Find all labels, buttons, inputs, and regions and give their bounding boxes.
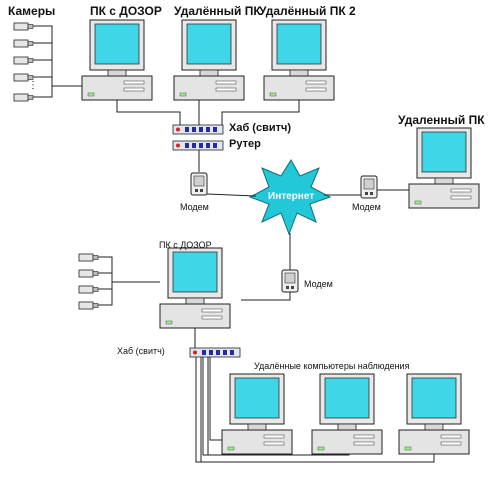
label-modem-left: Модем: [180, 202, 209, 212]
label-hub-switch-top: Хаб (свитч): [229, 122, 292, 134]
camera-icon: [13, 22, 34, 31]
modem-right-icon: [360, 175, 378, 199]
camera-icon: [13, 93, 34, 102]
label-router: Рутер: [229, 138, 261, 150]
label-modem-bottom: Модем: [304, 279, 333, 289]
pc-dozor-top-icon: [81, 19, 153, 101]
label-pc-dozor-bottom: ПК с ДОЗОР: [159, 240, 212, 250]
hub-switch-bottom-icon: [189, 347, 241, 358]
label-pc-dozor-top: ПК с ДОЗОР: [90, 4, 162, 18]
remote-monitoring-pc-3-icon: [398, 373, 470, 455]
label-remote-monitoring: Удалённые компьютеры наблюдения: [254, 361, 410, 371]
label-modem-right: Модем: [352, 202, 381, 212]
modem-bottom-icon: [281, 269, 299, 293]
label-remote-pc-2: Удалённый ПК 2: [259, 4, 356, 18]
camera-icon: [13, 39, 34, 48]
camera-icon: [78, 301, 99, 310]
svg-text:⋮: ⋮: [28, 80, 38, 91]
hub-switch-top-icon: [172, 124, 224, 135]
remote-pc-1-icon: [173, 19, 245, 101]
cameras-group-top: ⋮: [13, 22, 82, 102]
cameras-group-bottom: [78, 253, 160, 310]
camera-icon: [13, 56, 34, 65]
router-icon: [172, 140, 224, 151]
remote-pc-2-icon: [263, 19, 335, 101]
internet-cloud: [248, 159, 332, 236]
label-cameras: Камеры: [8, 4, 56, 18]
camera-icon: [78, 285, 99, 294]
label-remote-pc-1: Удалённый ПК: [174, 4, 261, 18]
label-internet: Интернет: [268, 191, 315, 202]
label-hub-switch-bottom: Хаб (свитч): [117, 346, 165, 356]
top-links: [116, 100, 300, 128]
remote-monitoring-pc-1-icon: [221, 373, 293, 455]
remote-monitoring-pc-2-icon: [311, 373, 383, 455]
camera-icon: [78, 269, 99, 278]
camera-icon: [78, 253, 99, 262]
label-remote-pc-right: Удаленный ПК: [398, 113, 485, 127]
remote-pc-right-icon: [408, 127, 480, 209]
pc-dozor-bottom-icon: [159, 247, 231, 329]
modem-left-icon: [190, 172, 208, 196]
